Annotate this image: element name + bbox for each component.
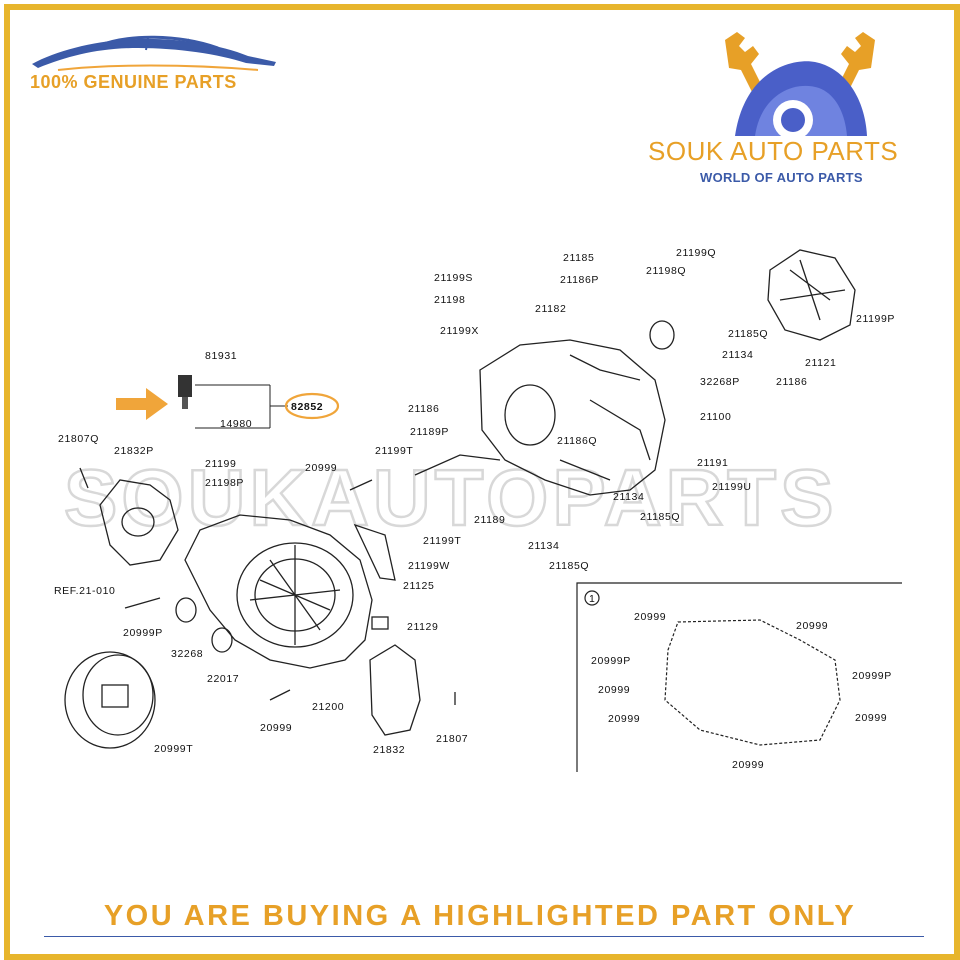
part-label: 21186 bbox=[408, 403, 439, 415]
part-label: 21134 bbox=[613, 491, 644, 503]
part-label: 21125 bbox=[403, 580, 434, 592]
bracket-21832p bbox=[99, 479, 179, 566]
part-label: 20999 bbox=[260, 722, 292, 734]
part-label: 21807 bbox=[436, 733, 468, 745]
inset-label: 20999P bbox=[591, 655, 631, 667]
seal-22017 bbox=[211, 627, 233, 653]
part-label: 21199P bbox=[856, 313, 895, 325]
car-silhouette-icon bbox=[32, 35, 276, 71]
brand-tagline: WORLD OF AUTO PARTS bbox=[700, 170, 863, 185]
footer-banner: YOU ARE BUYING A HIGHLIGHTED PART ONLY bbox=[103, 900, 857, 932]
part-label: 21186 bbox=[776, 376, 807, 388]
inset-label: 20999 bbox=[855, 712, 887, 724]
part-label: 81931 bbox=[205, 350, 237, 362]
part-label: 21199X bbox=[440, 325, 479, 337]
part-label: 21186P bbox=[560, 274, 599, 286]
part-label: 21134 bbox=[528, 540, 559, 552]
seal-32268 bbox=[175, 597, 197, 623]
part-label: 21199W bbox=[408, 560, 450, 572]
footer-divider bbox=[44, 936, 924, 937]
bellhousing-21200 bbox=[184, 514, 373, 669]
plate-21129 bbox=[371, 616, 389, 630]
brand-name: SOUK AUTO PARTS bbox=[648, 136, 899, 166]
inset-box bbox=[576, 582, 902, 772]
part-label: 21200 bbox=[312, 701, 344, 713]
seal-32268p bbox=[649, 320, 675, 350]
part-label: REF.21-010 bbox=[54, 585, 115, 597]
inset-label: 20999 bbox=[796, 620, 828, 632]
part-label: 21185 bbox=[563, 252, 594, 264]
part-label: 21189P bbox=[410, 426, 449, 438]
part-label: 21199U bbox=[712, 481, 752, 493]
inset-label: 20999 bbox=[608, 713, 640, 725]
genuine-parts-text: 100% GENUINE PARTS bbox=[30, 72, 237, 92]
highlight-arrow-icon bbox=[116, 388, 168, 420]
inset-outline bbox=[664, 619, 841, 746]
inset-label: 20999P bbox=[852, 670, 892, 682]
part-label: 32268P bbox=[700, 376, 740, 388]
inset-marker bbox=[584, 590, 600, 606]
highlighted-sensor bbox=[178, 375, 288, 429]
part-label: 21186Q bbox=[557, 435, 597, 447]
highlight-ring bbox=[284, 392, 340, 420]
inset-label: 20999 bbox=[634, 611, 666, 623]
part-label: 21199S bbox=[434, 272, 473, 284]
part-label: 21199T bbox=[423, 535, 461, 547]
part-label: 21185Q bbox=[728, 328, 768, 340]
bracket-21125 bbox=[353, 523, 396, 581]
wrench-dome-icon bbox=[725, 32, 875, 140]
inset-labels: 20999 20999 20999P 20999P 20999 20999 20… bbox=[591, 611, 892, 771]
part-label: 14980 bbox=[220, 418, 252, 430]
part-label: 21185Q bbox=[640, 511, 680, 523]
part-label: 20999 bbox=[305, 462, 337, 474]
part-label: 21185Q bbox=[549, 560, 589, 572]
clutch-disc bbox=[64, 651, 156, 749]
shift-rod-21189p bbox=[414, 454, 501, 476]
bracket-21832 bbox=[369, 644, 421, 736]
part-label: 22017 bbox=[207, 673, 239, 685]
part-label: 21832P bbox=[114, 445, 154, 457]
part-label: 21189 bbox=[474, 514, 505, 526]
housing-21121 bbox=[767, 249, 856, 341]
transmission-case-21100 bbox=[479, 339, 666, 496]
part-label: 21121 bbox=[805, 357, 836, 369]
part-label: 21129 bbox=[407, 621, 438, 633]
part-label: 21182 bbox=[535, 303, 566, 315]
part-labels: 81931 82852 14980 21807Q 21832P 21199 21… bbox=[54, 247, 895, 756]
part-label: 21191 bbox=[697, 457, 728, 469]
gold-frame bbox=[4, 4, 960, 960]
part-label: 82852 bbox=[291, 401, 323, 413]
part-label: 21199 bbox=[205, 458, 236, 470]
part-label: 21198Q bbox=[646, 265, 686, 277]
part-label: 21199Q bbox=[676, 247, 716, 259]
inset-marker-label: 1 bbox=[589, 593, 595, 605]
part-label: 21832 bbox=[373, 744, 405, 756]
part-label: 21100 bbox=[700, 411, 731, 423]
watermark: SOUKAUTOPARTS bbox=[64, 453, 838, 542]
part-label: 21198P bbox=[205, 477, 244, 489]
inset-label: 20999 bbox=[732, 759, 764, 771]
part-label: 20999T bbox=[154, 743, 193, 755]
part-label: 21198 bbox=[434, 294, 465, 306]
part-label: 21134 bbox=[722, 349, 753, 361]
inset-label: 20999 bbox=[598, 684, 630, 696]
part-label: 21199T bbox=[375, 445, 413, 457]
part-label: 32268 bbox=[171, 648, 203, 660]
part-label: 20999P bbox=[123, 627, 163, 639]
part-label: 21807Q bbox=[58, 433, 99, 445]
